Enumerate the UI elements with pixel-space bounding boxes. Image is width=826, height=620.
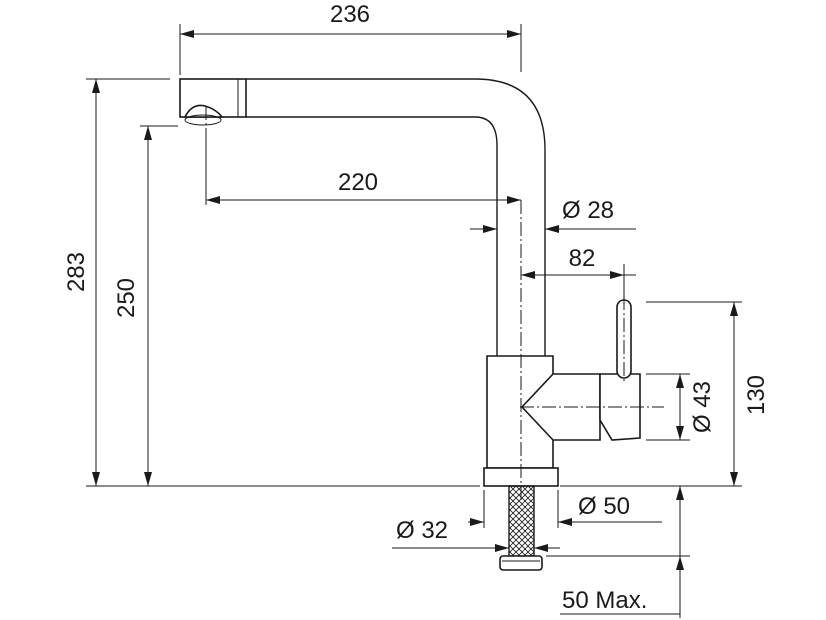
dim-overall-height: 283 bbox=[63, 252, 90, 292]
dim-overall-width: 236 bbox=[330, 1, 370, 28]
dimension-labels: 236 220 Ø 28 82 283 250 130 Ø 43 Ø 50 Ø … bbox=[63, 1, 770, 614]
dim-spout-reach: 220 bbox=[338, 169, 378, 196]
dim-body-height: 130 bbox=[743, 375, 770, 415]
dimension-lines bbox=[92, 30, 738, 618]
dim-max-thickness: 50 Max. bbox=[562, 587, 647, 614]
dim-hole-diameter: Ø 32 bbox=[396, 517, 448, 544]
fixing-nut bbox=[499, 555, 543, 571]
faucet-outline bbox=[179, 78, 641, 571]
dim-body-diameter: Ø 43 bbox=[689, 381, 716, 433]
center-lines bbox=[205, 106, 664, 500]
spray-nozzle bbox=[183, 104, 224, 118]
dim-spout-height: 250 bbox=[113, 278, 140, 318]
dim-lever-offset: 82 bbox=[569, 245, 596, 272]
dim-base-diameter: Ø 50 bbox=[578, 493, 630, 520]
extension-lines bbox=[86, 24, 742, 557]
dim-tube-diameter: Ø 28 bbox=[562, 197, 614, 224]
